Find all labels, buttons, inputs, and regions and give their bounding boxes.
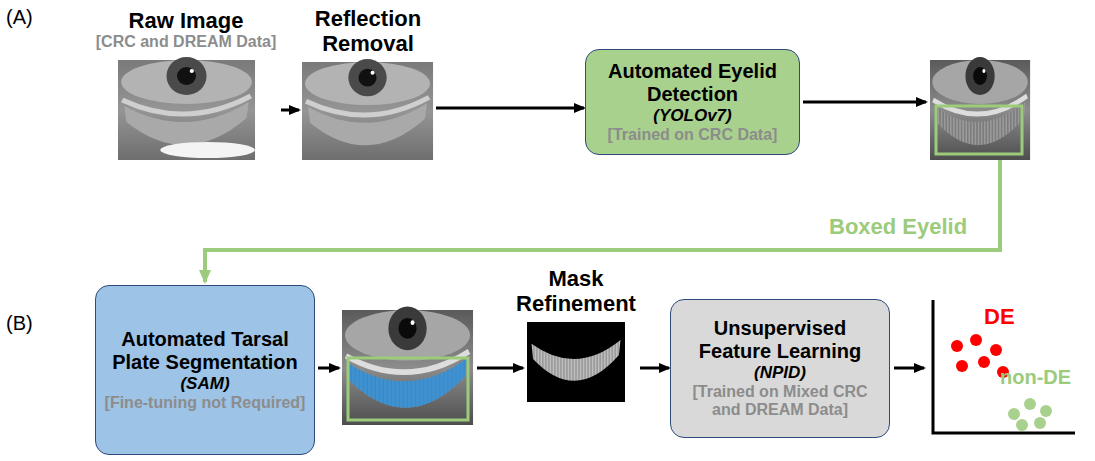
data-note: [CRC and DREAM Data] <box>96 33 276 51</box>
class-label: DE <box>984 304 1015 329</box>
panel-letter: (A) <box>6 6 33 29</box>
box-title: Automated Tarsal Plate Segmentation <box>104 328 306 374</box>
image-panel: Reflection Removal <box>300 6 436 57</box>
method-name: (YOLOv7) <box>653 106 731 126</box>
flow-arrow <box>281 109 299 112</box>
box-title: Automated Eyelid Detection <box>594 60 791 106</box>
process-box: Automated Tarsal Plate Segmentation(SAM)… <box>95 285 315 455</box>
data-note: [Trained on Mixed CRC and DREAM Data] <box>679 383 881 420</box>
panel-heading: Raw Image <box>129 8 244 33</box>
data-note: [Trained on CRC Data] <box>608 126 778 144</box>
image-panel: Raw Image[CRC and DREAM Data] <box>91 8 281 52</box>
panel-heading: Reflection Removal <box>300 6 436 57</box>
edge-label: Boxed Eyelid <box>826 214 970 239</box>
panel-heading: Mask Refinement <box>512 266 640 317</box>
process-box: Automated Eyelid Detection(YOLOv7)[Train… <box>585 49 800 155</box>
flow-arrow <box>640 367 669 370</box>
panel-letter: (B) <box>6 312 33 335</box>
method-name: (SAM) <box>180 374 229 394</box>
image-panel: Mask Refinement <box>512 266 640 317</box>
method-name: (NPID) <box>754 363 806 383</box>
flow-arrow <box>436 107 584 110</box>
data-note: [Fine-tuning not Required] <box>105 394 306 412</box>
box-title: Unsupervised Feature Learning <box>679 317 881 363</box>
process-box: Unsupervised Feature Learning(NPID)[Trai… <box>670 299 890 438</box>
class-label: non-DE <box>1000 366 1071 389</box>
